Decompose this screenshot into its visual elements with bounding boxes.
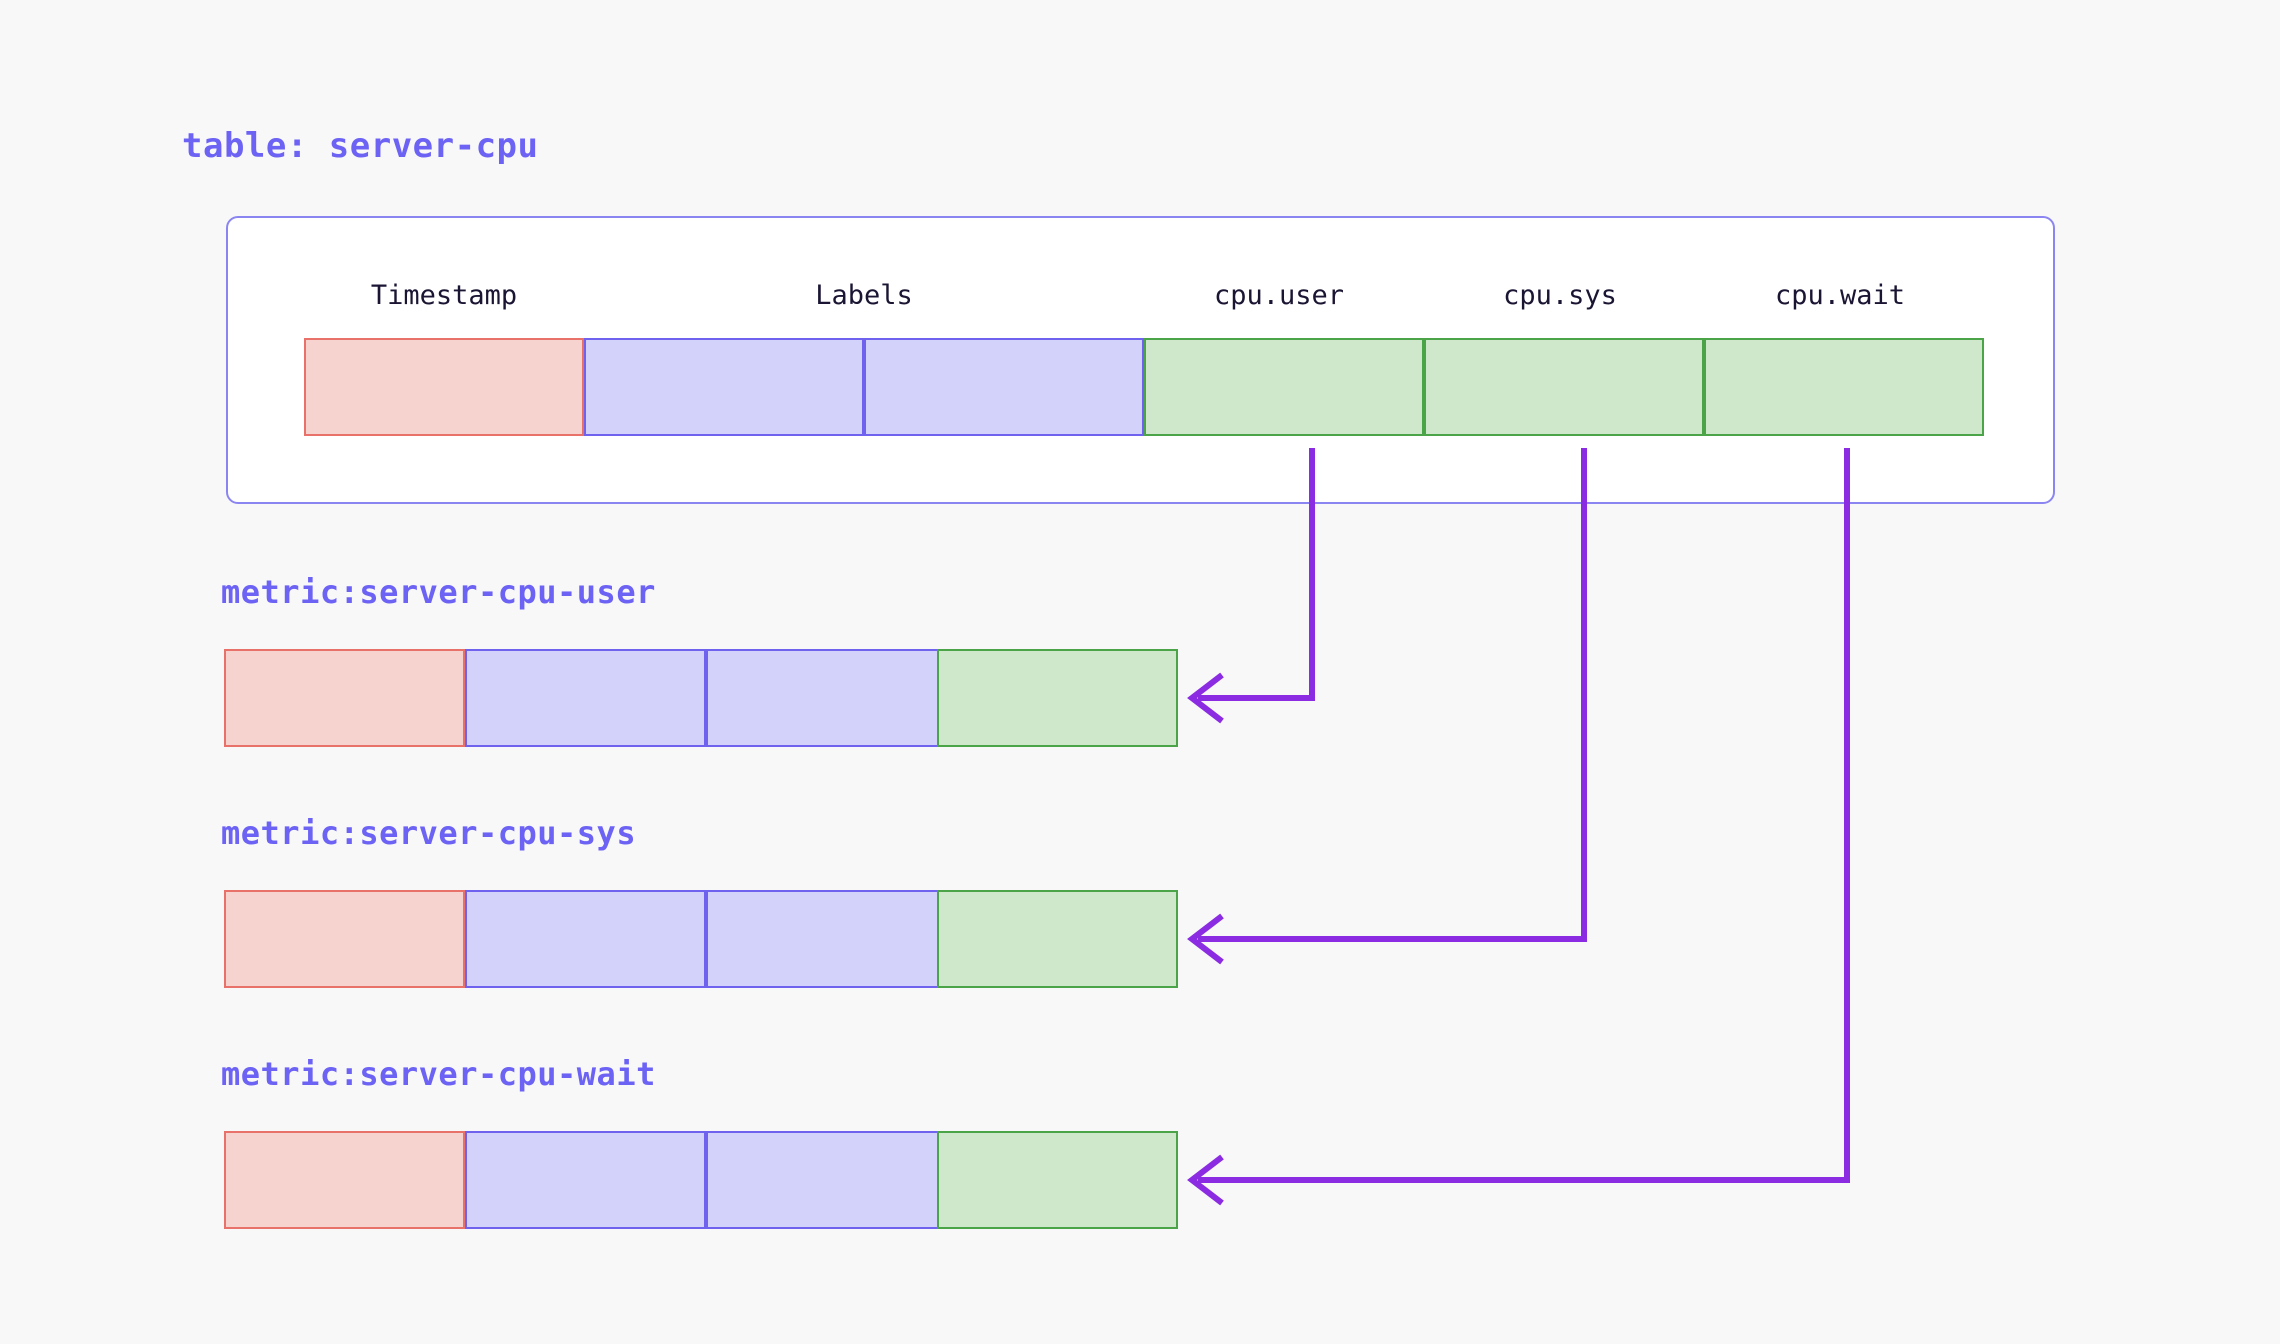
column-header-cpu-user: cpu.user	[1213, 280, 1345, 311]
metric-title-2: metric:server-cpu-wait	[221, 1055, 656, 1093]
arrowhead-0	[1187, 672, 1224, 724]
metric-title-0: metric:server-cpu-user	[221, 573, 656, 611]
metric-1-cell-value	[937, 890, 1178, 988]
table-cell-label	[864, 338, 1144, 436]
metric-2-cell-label	[465, 1131, 706, 1229]
metric-1-cell-timestamp	[224, 890, 465, 988]
table-cell-value	[1424, 338, 1704, 436]
metric-2-cell-value	[937, 1131, 1178, 1229]
arrowhead-1	[1187, 913, 1224, 965]
metric-2-cell-timestamp	[224, 1131, 465, 1229]
column-header-labels: Labels	[815, 280, 913, 311]
metric-0-cell-label	[465, 649, 706, 747]
column-header-cpu-sys: cpu.sys	[1503, 280, 1617, 311]
table-cell-timestamp	[304, 338, 584, 436]
metric-0-cell-label	[706, 649, 947, 747]
metric-title-1: metric:server-cpu-sys	[221, 814, 637, 852]
table-cell-value	[1704, 338, 1984, 436]
table-title: table: server-cpu	[182, 126, 539, 166]
connector-cpu-wait-to-2	[1187, 448, 1850, 1206]
table-cell-value	[1144, 338, 1424, 436]
column-header-cpu-wait: cpu.wait	[1774, 280, 1906, 311]
table-cell-label	[584, 338, 864, 436]
metric-1-cell-label	[465, 890, 706, 988]
arrowhead-2	[1187, 1154, 1224, 1206]
connector-cpu-sys-to-1	[1187, 448, 1587, 965]
metric-0-cell-value	[937, 649, 1178, 747]
metric-2-cell-label	[706, 1131, 947, 1229]
column-header-timestamp: Timestamp	[370, 280, 518, 311]
metric-1-cell-label	[706, 890, 947, 988]
metric-0-cell-timestamp	[224, 649, 465, 747]
